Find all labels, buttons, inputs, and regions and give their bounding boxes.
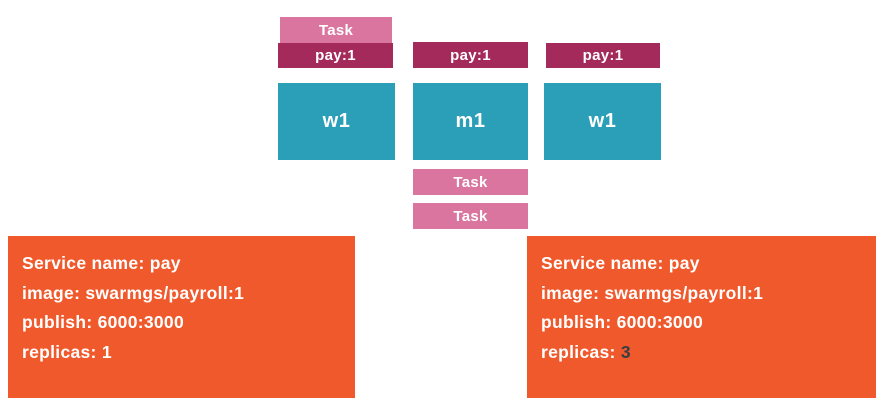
publish-line: publish: 6000:3000 [22,312,184,332]
replicas-count-highlight: 3 [620,341,631,362]
service-name-line: Service name: pay [541,253,700,273]
service-name-line: Service name: pay [22,253,181,273]
image-line: image: swarmgs/payroll:1 [541,282,764,303]
pay-container-badge-right: pay:1 [546,43,660,68]
pay-container-badge-middle: pay:1 [413,42,528,68]
node-w1-left: w1 [278,83,395,160]
node-w1-right: w1 [544,83,661,160]
task-badge-left: Task [280,17,392,43]
publish-line: publish: 6000:3000 [541,312,703,332]
node-m1: m1 [413,83,528,160]
task-badge-middle-2: Task [413,203,528,229]
replicas-label: replicas: [541,341,621,362]
service-definition-card-left: Service name: pay image: swarmgs/payroll… [8,236,355,398]
pay-container-badge-left: pay:1 [278,43,393,68]
replicas-line: replicas: 1 [22,341,112,362]
task-badge-middle-1: Task [413,169,528,195]
replicas-line: replicas: 3 [541,338,862,368]
image-line: image: swarmgs/payroll:1 [22,282,245,303]
service-definition-card-right: Service name: pay image: swarmgs/payroll… [527,236,876,398]
